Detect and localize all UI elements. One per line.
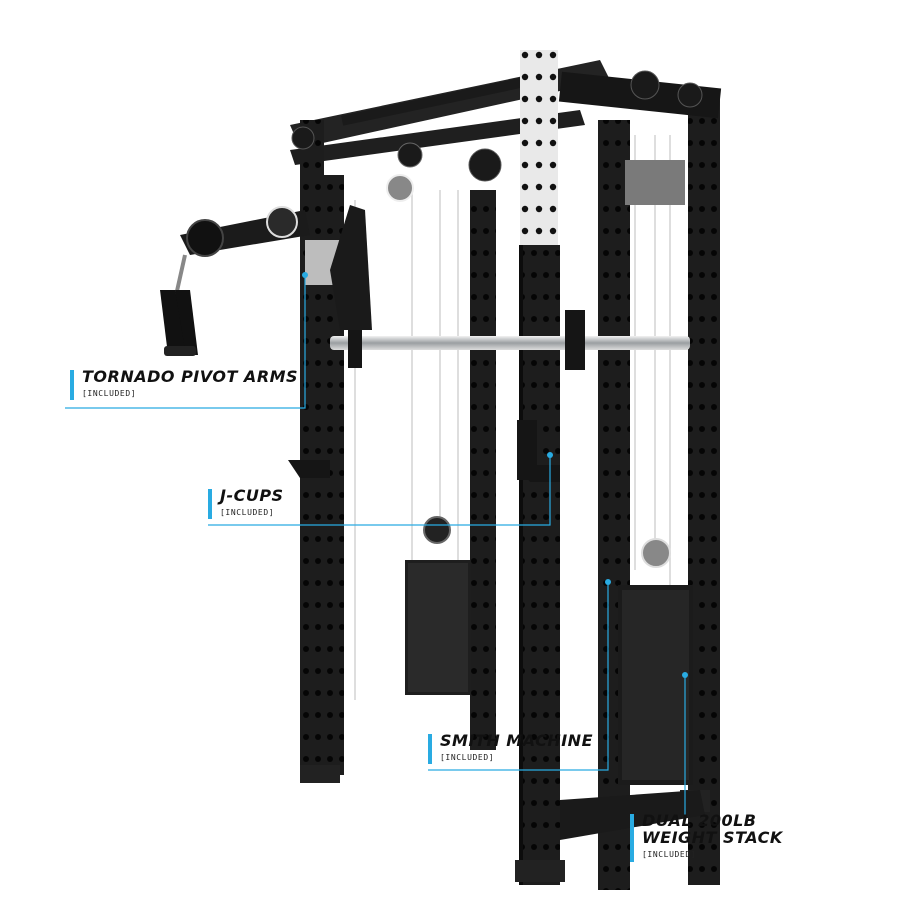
accent-bar	[208, 489, 212, 519]
callout-title-line2: WEIGHT STACK	[642, 828, 783, 847]
callout-subtitle: [INCLUDED]	[220, 508, 275, 517]
callout-smith-machine: SMITH MACHINE [INCLUDED]	[428, 732, 608, 766]
callout-j-cups: J-CUPS [INCLUDED]	[208, 487, 348, 521]
callout-title-line1: DUAL 200LB	[642, 811, 757, 830]
callout-weight-stack: DUAL 200LB WEIGHT STACK [INCLUDED]	[630, 812, 810, 864]
accent-bar	[630, 814, 634, 862]
pivot-arm-left	[180, 206, 349, 285]
callout-title: SMITH MACHINE	[440, 731, 593, 750]
callout-subtitle: [INCLUDED]	[82, 389, 137, 398]
callout-subtitle: [INCLUDED]	[440, 753, 495, 762]
accent-bar	[428, 734, 432, 764]
callout-title: TORNADO PIVOT ARMS	[82, 367, 299, 386]
callout-title: J-CUPS	[220, 486, 284, 505]
callout-subtitle: [INCLUDED]	[642, 850, 697, 859]
d-handle	[160, 254, 198, 356]
callout-pivot-arms: TORNADO PIVOT ARMS [INCLUDED]	[70, 368, 300, 402]
accent-bar	[70, 370, 74, 400]
